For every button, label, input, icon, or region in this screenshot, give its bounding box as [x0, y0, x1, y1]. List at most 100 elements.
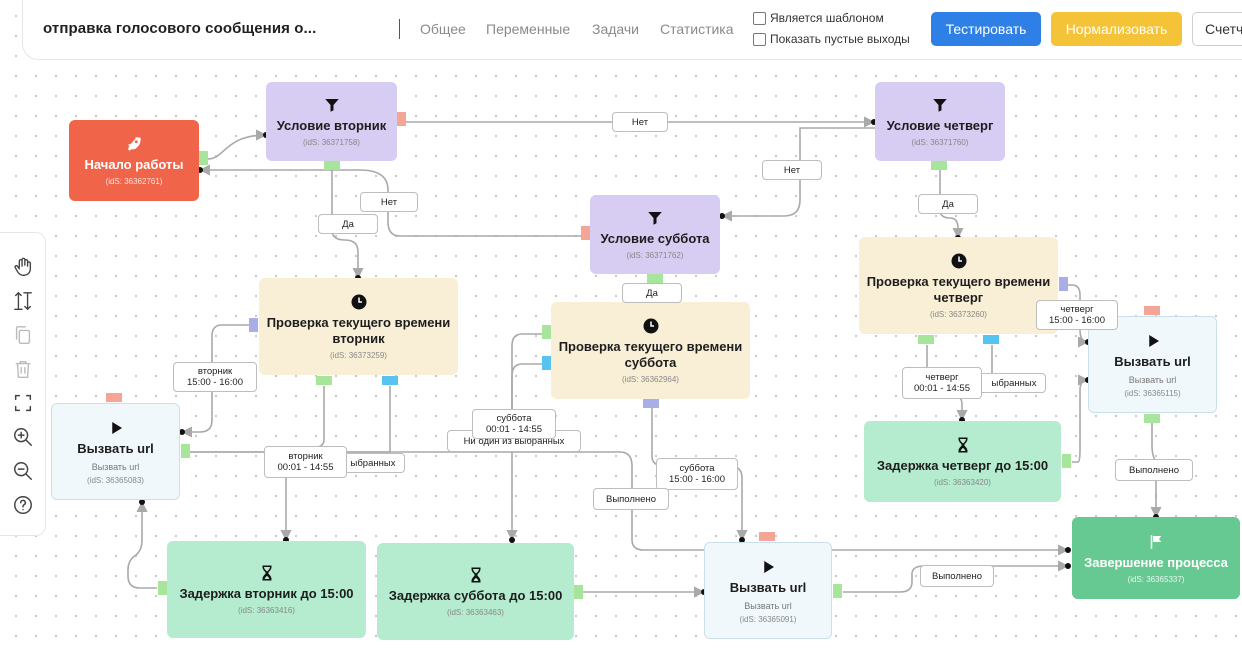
node-delay-thu-ids: (idS: 36363420) — [934, 478, 991, 487]
port-delay-thu-out[interactable] — [1062, 454, 1071, 468]
hand-icon[interactable] — [11, 255, 35, 279]
node-delay-sat[interactable]: Задержка суббота до 15:00 (idS: 36363463… — [377, 543, 574, 640]
help-icon[interactable] — [11, 493, 35, 517]
copy-icon[interactable] — [11, 323, 35, 347]
node-call-left[interactable]: Вызвать url Вызвать url (idS: 36365083) — [51, 403, 180, 500]
port-check-tue-b[interactable] — [316, 376, 332, 385]
edge-label-sat-slot-a[interactable]: суббота 00:01 - 14:55 — [472, 409, 556, 439]
edge-label-tue-slot-a[interactable]: вторник 15:00 - 16:00 — [173, 362, 257, 392]
port-check-tue-a[interactable] — [249, 318, 258, 332]
node-start-ids: (idS: 36362761) — [105, 177, 163, 186]
node-check-thu[interactable]: Проверка текущего времени четверг (idS: … — [859, 237, 1058, 334]
hourglass-icon — [958, 437, 967, 453]
port-check-thu-b[interactable] — [918, 335, 934, 344]
port-cond-thu-yes[interactable] — [931, 161, 947, 170]
port-call-mid-error[interactable] — [759, 532, 775, 541]
show-empty-outputs-checkbox[interactable]: Показать пустые выходы — [753, 32, 910, 46]
edge-label-thu-slot-b[interactable]: четверг 00:01 - 14:55 — [902, 367, 982, 399]
node-delay-thu-title: Задержка четверг до 15:00 — [876, 458, 1049, 473]
node-check-tue[interactable]: Проверка текущего времени вторник (idS: … — [259, 278, 458, 375]
port-call-right-out[interactable] — [1144, 414, 1160, 423]
port-cond-tue-no[interactable] — [397, 112, 406, 126]
edge-label-no-left[interactable]: Нет — [360, 192, 418, 212]
port-check-sat-a[interactable] — [542, 325, 551, 339]
node-call-right[interactable]: Вызвать url Вызвать url (idS: 36365115) — [1088, 316, 1217, 413]
port-cond-sat-yes[interactable] — [647, 274, 663, 283]
port-check-thu-none[interactable] — [983, 335, 999, 344]
zoom-in-icon[interactable] — [11, 425, 35, 449]
template-checkbox[interactable]: Является шаблоном — [753, 11, 884, 25]
node-cond-sat[interactable]: Условие суббота (idS: 36371762) — [590, 195, 720, 274]
node-call-left-ids: (idS: 36365083) — [87, 475, 144, 485]
node-check-thu-ids: (idS: 36373260) — [930, 310, 987, 319]
edge-label-tue-slot-b-time: 00:01 - 14:55 — [277, 462, 334, 473]
port-call-right-error[interactable] — [1144, 306, 1160, 315]
edge-label-no-top[interactable]: Нет — [612, 112, 668, 132]
edge-label-done-bottom[interactable]: Выполнено — [920, 565, 994, 587]
node-start[interactable]: Начало работы (idS: 36362761) — [69, 120, 199, 201]
zoom-out-icon[interactable] — [11, 459, 35, 483]
edge-delay-thu-call-right — [1072, 374, 1090, 463]
port-call-left-error[interactable] — [106, 393, 122, 402]
port-delay-sat-out[interactable] — [574, 585, 583, 599]
show-empty-outputs-label: Показать пустые выходы — [770, 32, 910, 46]
node-start-title: Начало работы — [84, 157, 184, 172]
edge-tue-none — [189, 386, 391, 453]
node-cond-thu[interactable]: Условие четверг (idS: 36371760) — [875, 82, 1005, 161]
sort-icon[interactable] — [11, 289, 35, 313]
edge-label-done-right[interactable]: Выполнено — [1115, 459, 1193, 481]
port-check-tue-none[interactable] — [382, 376, 398, 385]
node-cond-sat-title: Условие суббота — [600, 231, 710, 246]
port-check-thu-a[interactable] — [1059, 277, 1068, 291]
test-button[interactable]: Тестировать — [931, 12, 1041, 46]
node-call-mid[interactable]: Вызвать url Вызвать url (idS: 36365091) — [704, 542, 832, 639]
edge-label-tue-slot-b[interactable]: вторник 00:01 - 14:55 — [264, 446, 347, 478]
port-delay-tue-out[interactable] — [158, 581, 167, 595]
show-empty-outputs-box[interactable] — [753, 32, 766, 46]
tab-statistics[interactable]: Статистика — [660, 21, 734, 37]
template-checkbox-box[interactable] — [753, 11, 766, 25]
port-check-sat-b[interactable] — [643, 399, 659, 408]
trash-icon[interactable] — [11, 357, 35, 381]
edge-label-thu-none[interactable]: ыбранных — [966, 373, 1046, 393]
port-cond-tue-yes[interactable] — [324, 161, 340, 170]
node-check-sat-title: Проверка текущего времени суббота — [558, 339, 743, 370]
node-delay-tue[interactable]: Задержка вторник до 15:00 (idS: 36363416… — [167, 541, 366, 638]
node-check-sat[interactable]: Проверка текущего времени суббота (idS: … — [551, 302, 750, 399]
process-title[interactable]: отправка голосового сообщения о... — [43, 20, 317, 37]
filter-icon — [324, 99, 339, 112]
edge-label-sat-slot-b-time: 15:00 - 16:00 — [669, 474, 725, 485]
counter-button[interactable]: Счетч — [1192, 12, 1242, 46]
node-delay-sat-title: Задержка суббота до 15:00 — [388, 588, 563, 603]
port-call-mid-out[interactable] — [833, 584, 842, 598]
fit-screen-icon[interactable] — [11, 391, 35, 415]
edge-label-done-mid[interactable]: Выполнено — [593, 488, 669, 510]
edge-label-yes-sat[interactable]: Да — [622, 283, 682, 303]
node-end-ids: (idS: 36365337) — [1127, 574, 1185, 584]
node-check-thu-title: Проверка текущего времени четверг — [866, 274, 1051, 305]
edge-label-thu-slot-a[interactable]: четверг 15:00 - 16:00 — [1036, 300, 1118, 330]
hourglass-icon — [262, 565, 271, 581]
edge-label-yes-thu[interactable]: Да — [918, 194, 978, 214]
edge-label-yes-tue[interactable]: Да — [318, 214, 378, 234]
port-start-out[interactable] — [199, 151, 208, 165]
node-delay-thu[interactable]: Задержка четверг до 15:00 (idS: 36363420… — [864, 421, 1061, 502]
node-call-mid-sub: Вызвать url — [744, 600, 792, 611]
edge-label-no-right[interactable]: Нет — [762, 160, 822, 180]
edge-label-tue-slot-b-day: вторник — [288, 451, 323, 462]
node-end[interactable]: Завершение процесса (idS: 36365337) — [1072, 517, 1240, 599]
tab-general[interactable]: Общее — [420, 21, 466, 37]
edge-label-sat-slot-b-day: суббота — [679, 463, 715, 474]
port-check-sat-none[interactable] — [542, 356, 551, 370]
normalize-button[interactable]: Нормализовать — [1051, 12, 1182, 46]
port-cond-sat-no[interactable] — [581, 226, 590, 240]
node-cond-tue[interactable]: Условие вторник (idS: 36371758) — [266, 82, 397, 161]
template-checkbox-label: Является шаблоном — [770, 11, 884, 25]
edge-label-sat-slot-b[interactable]: суббота 15:00 - 16:00 — [656, 458, 738, 490]
port-call-left-out[interactable] — [181, 444, 190, 458]
tab-tasks[interactable]: Задачи — [592, 21, 640, 37]
tab-variables[interactable]: Переменные — [486, 21, 571, 37]
edge-label-thu-slot-b-time: 00:01 - 14:55 — [914, 383, 970, 394]
node-call-right-title: Вызвать url — [1114, 353, 1191, 369]
node-check-tue-ids: (idS: 36373259) — [330, 351, 387, 360]
